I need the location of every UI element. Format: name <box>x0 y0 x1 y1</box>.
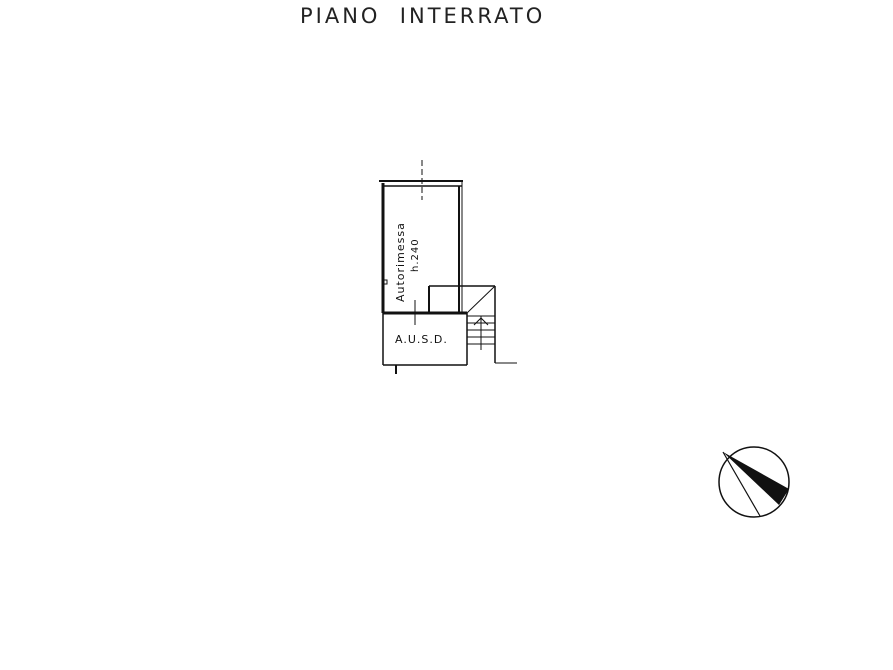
room-label-autorimessa: Autorimessa <box>394 222 407 302</box>
room-height-label: h.240 <box>410 238 421 272</box>
staircase <box>467 315 495 350</box>
plan-title: PIANO INTERRATO <box>300 4 546 28</box>
room-label-ausd: A.U.S.D. <box>395 333 448 346</box>
compass-north-arrow-icon <box>718 446 790 518</box>
walls <box>379 160 517 374</box>
